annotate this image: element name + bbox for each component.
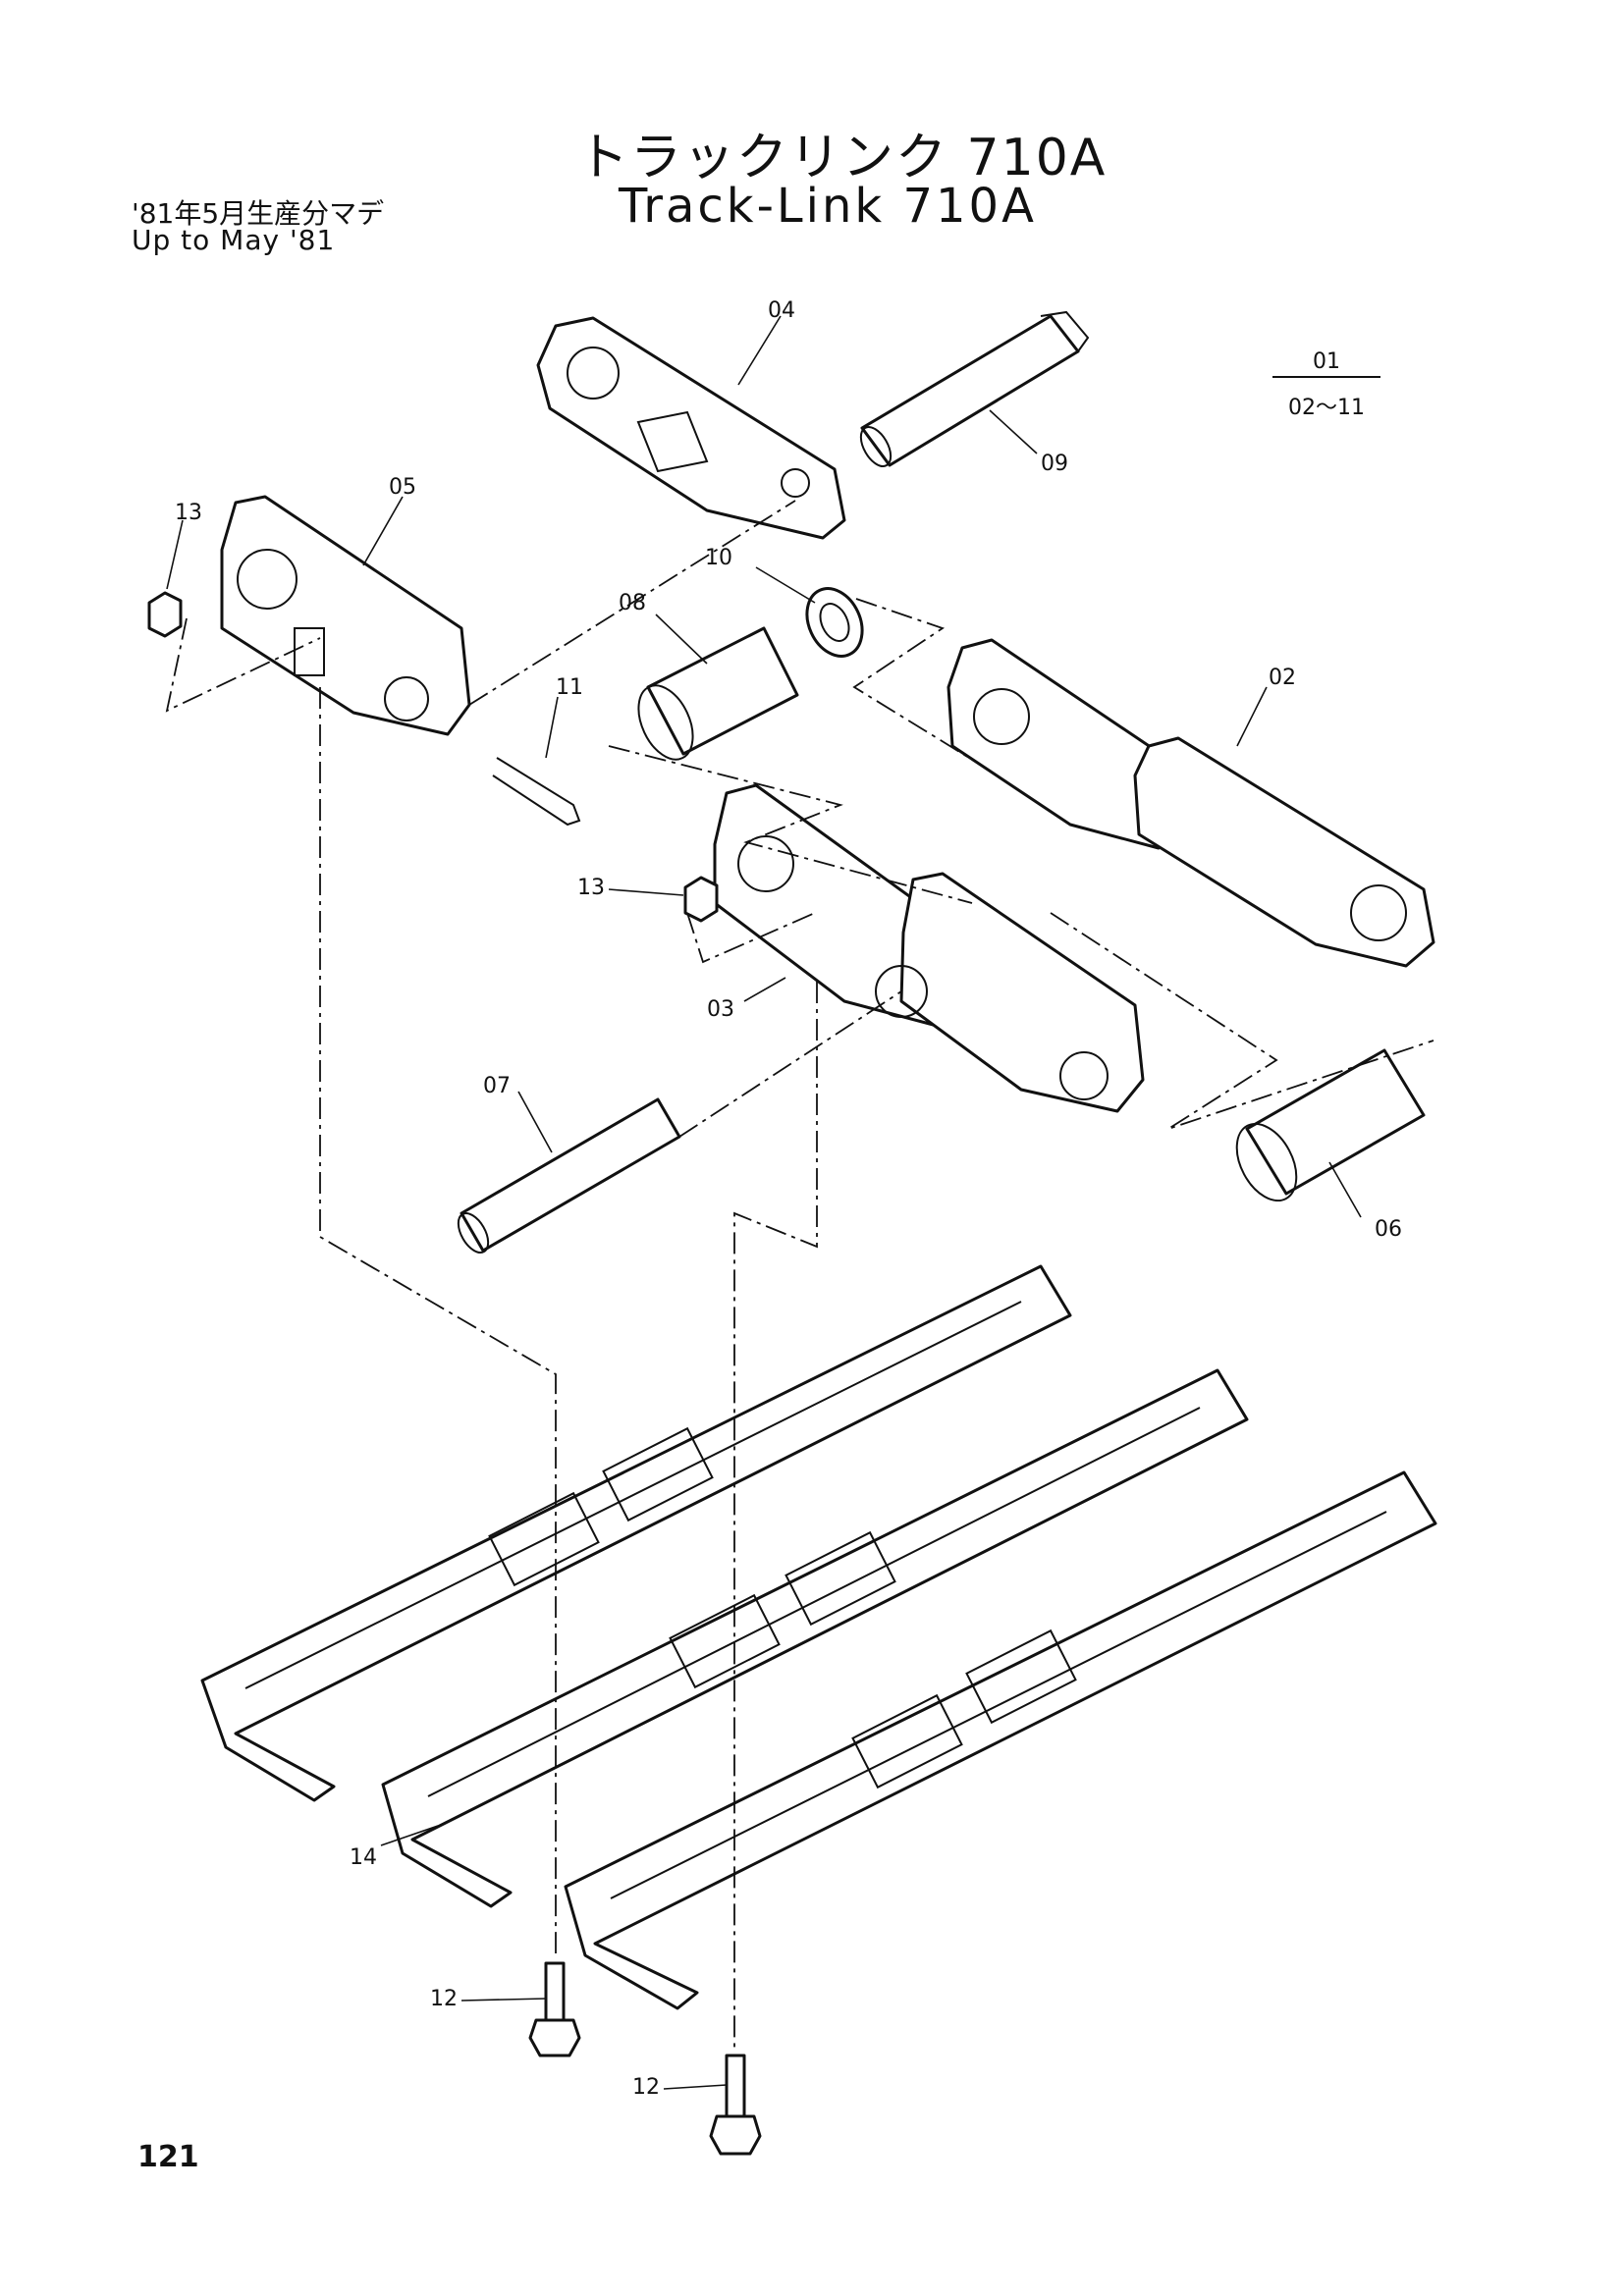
legend-component-range: 02～11 [1288,396,1365,420]
assembly-center-lines [165,500,1434,2048]
bolt-12-right-shape [709,2054,762,2156]
seal-10-shape [805,587,864,658]
link-02-shape [947,638,1435,968]
legend-brace [1272,376,1380,388]
callout-04: 04 [768,298,795,323]
callout-03: 03 [707,997,734,1022]
production-period-japanese: '81年5月生産分マデ [132,197,385,230]
pin-07-shape [457,1097,681,1254]
nut-13-middle-shape [683,876,719,923]
callout-10: 10 [705,546,732,570]
callout-02: 02 [1269,666,1296,690]
callout-12-right: 12 [632,2075,660,2100]
link-04-shape [536,316,846,540]
link-03-shape [713,783,1145,1113]
callout-11: 11 [556,675,583,700]
legend-assembly-number: 01 [1313,349,1340,374]
callout-06: 06 [1375,1217,1402,1242]
bushing-06-shape [1235,1048,1426,1202]
callout-12-left: 12 [430,1987,458,2011]
assembly-legend: 01 02～11 [1272,349,1380,421]
callout-07: 07 [483,1074,511,1098]
callout-13-middle: 13 [577,876,605,900]
bushing-08-shape [637,626,799,761]
production-period-english: Up to May '81 [132,224,336,256]
callout-05: 05 [389,475,416,500]
track-shoe-14-shape [200,1264,1437,2010]
callout-leader-lines [166,315,1362,2090]
link-05-shape [220,495,471,736]
title-english: Track-Link 710A [619,179,1037,234]
split-pin-11-shape [492,757,581,827]
callout-13-left: 13 [175,501,202,525]
pin-09-shape [859,310,1090,467]
title-japanese: トラックリンク 710A [577,129,1108,187]
bolt-12-left-shape [528,1961,581,2057]
page-number: 121 [137,2140,199,2174]
callout-09: 09 [1041,452,1068,476]
nut-13-left-shape [147,591,183,638]
callout-14: 14 [350,1845,377,1870]
callout-08: 08 [619,591,646,615]
